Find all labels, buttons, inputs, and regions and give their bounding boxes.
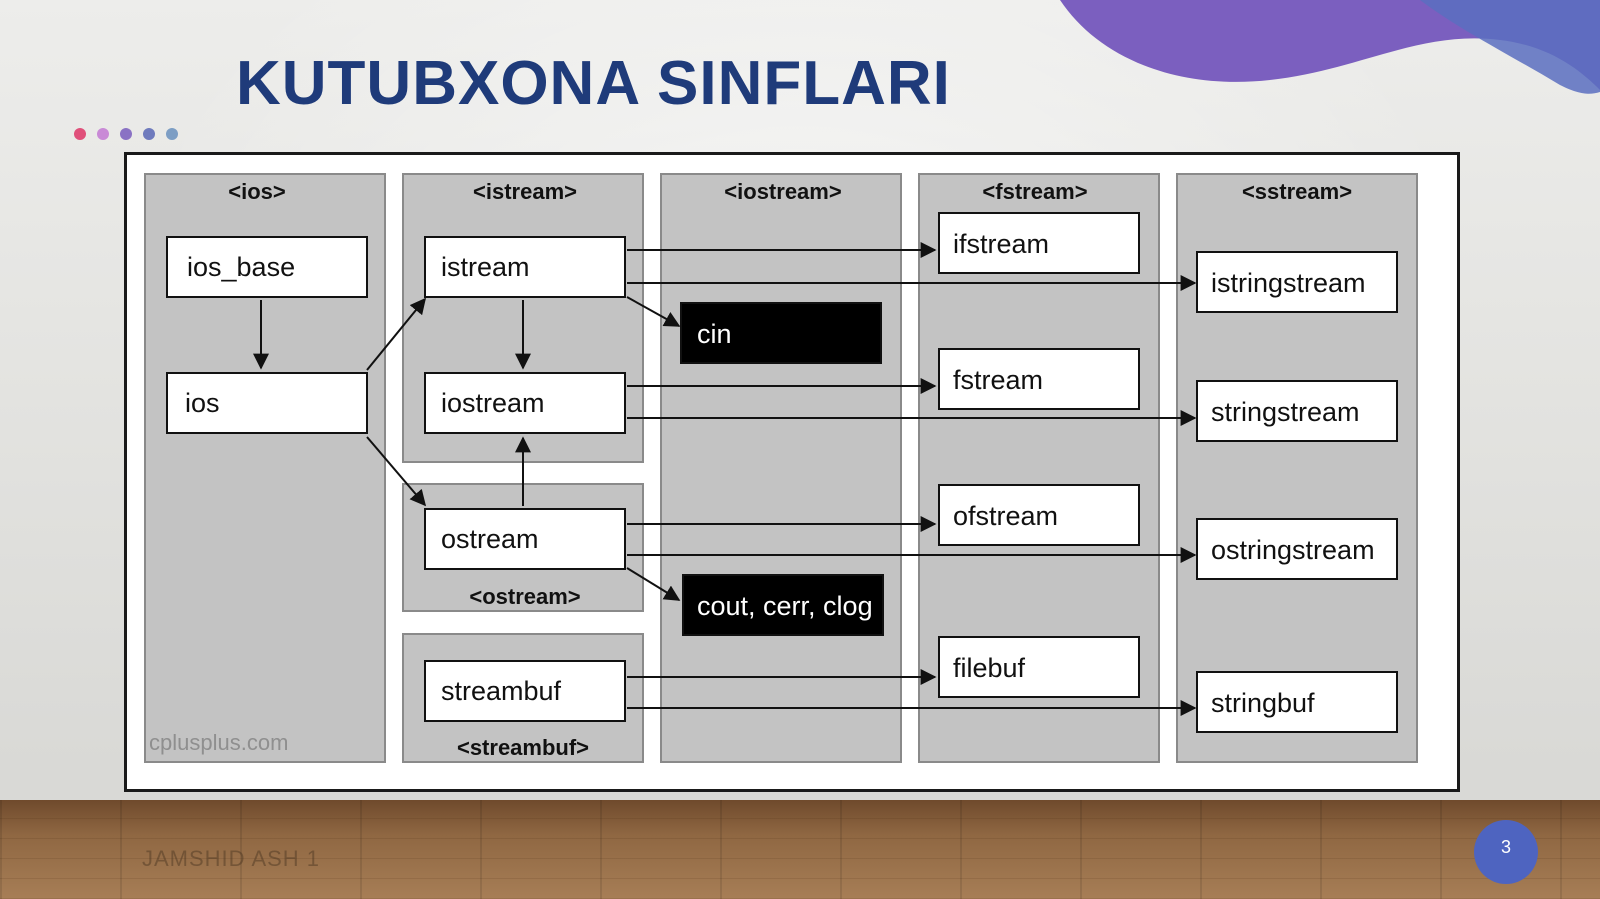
header-ostream: <ostream>: [469, 584, 580, 609]
dot: [97, 128, 109, 140]
slide-footer: JAMSHID ASH 1: [142, 846, 321, 871]
decorative-blob: [1060, 0, 1600, 94]
header-iostream: <iostream>: [724, 179, 841, 204]
wooden-floor: [0, 800, 1600, 899]
label-istream: istream: [441, 252, 530, 282]
header-istream: <istream>: [473, 179, 577, 204]
box-cout: [682, 574, 884, 636]
label-stringstream: stringstream: [1211, 397, 1360, 427]
decorative-dots: [74, 127, 189, 145]
header-fstream: <fstream>: [982, 179, 1087, 204]
arrow-ios-istream: [366, 297, 427, 371]
box-ostringstream: [1196, 518, 1398, 580]
header-ios: <ios>: [228, 179, 285, 204]
diagram-frame: <ios> <istream> <iostream> <fstream> <ss…: [124, 152, 1460, 792]
label-ios: ios: [185, 388, 220, 418]
box-ofstream: [938, 484, 1140, 546]
label-ostringstream: ostringstream: [1211, 535, 1375, 565]
label-istringstream: istringstream: [1211, 268, 1366, 298]
box-istringstream: [1196, 251, 1398, 313]
label-filebuf: filebuf: [953, 653, 1026, 683]
box-fstream: [938, 348, 1140, 410]
arrow-ios-ostream: [366, 436, 427, 507]
box-ostream: [424, 508, 626, 570]
label-ofstream: ofstream: [953, 501, 1058, 531]
dot: [74, 128, 86, 140]
box-streambuf: [424, 660, 626, 722]
slide-title: KUTUBXONA SINFLARI SHAJARASI: [236, 49, 951, 140]
box-cin: [680, 302, 882, 364]
label-iostream: iostream: [441, 388, 545, 418]
inheritance-arrows: [253, 242, 1197, 716]
dot: [120, 128, 132, 140]
label-ios_base: ios_base: [187, 252, 295, 282]
box-istream: [424, 236, 626, 298]
box-iostream: [424, 372, 626, 434]
box-ios: [166, 372, 368, 434]
label-cin: cin: [697, 319, 732, 349]
class-hierarchy-diagram: <ios> <istream> <iostream> <fstream> <ss…: [144, 173, 1418, 763]
header-sstream: <sstream>: [1242, 179, 1352, 204]
page-number-badge: 3: [1474, 820, 1538, 884]
watermark: cplusplus.com: [149, 730, 288, 755]
dot: [166, 128, 178, 140]
box-stringbuf: [1196, 671, 1398, 733]
arrow-ostream-cout: [626, 567, 681, 601]
panel-iostream: [660, 173, 902, 763]
label-ifstream: ifstream: [953, 229, 1049, 259]
box-ifstream: [938, 212, 1140, 274]
box-filebuf: [938, 636, 1140, 698]
box-stringstream: [1196, 380, 1398, 442]
label-streambuf: streambuf: [441, 676, 562, 706]
label-ostream: ostream: [441, 524, 539, 554]
label-fstream: fstream: [953, 365, 1043, 395]
label-stringbuf: stringbuf: [1211, 688, 1315, 718]
dot: [143, 128, 155, 140]
header-streambuf: <streambuf>: [457, 735, 589, 760]
box-ios_base: [166, 236, 368, 298]
arrow-istream-cin: [626, 296, 681, 327]
label-cout: cout, cerr, clog: [697, 591, 873, 621]
